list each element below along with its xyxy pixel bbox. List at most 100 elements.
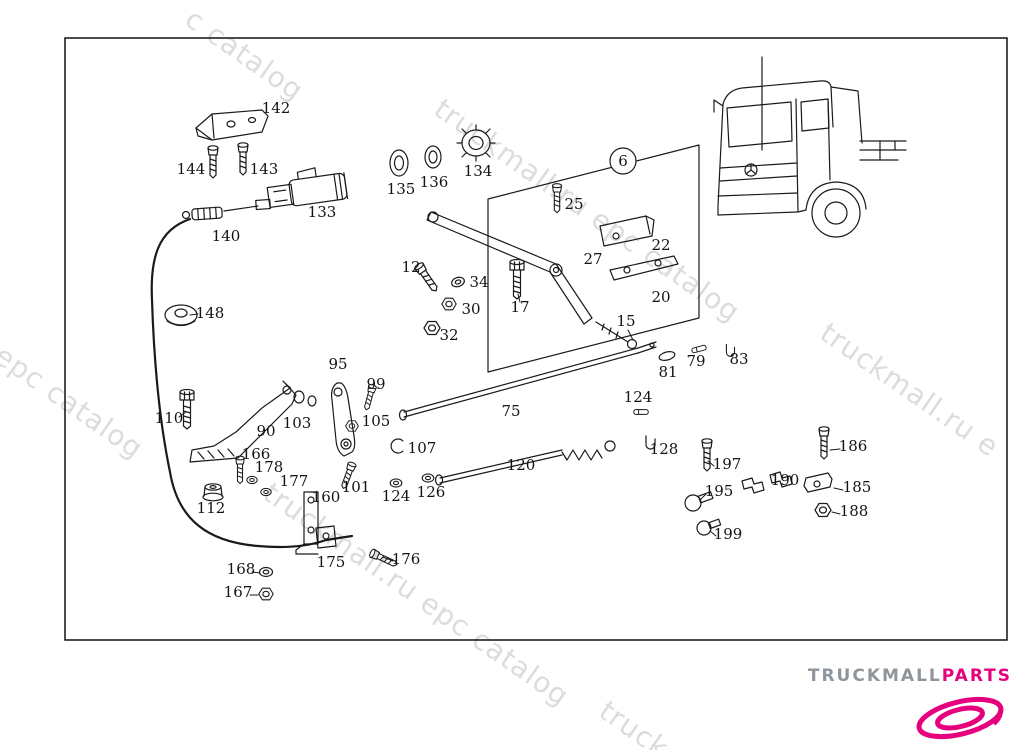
part-label-185: 185 (843, 478, 872, 496)
part-label-199: 199 (714, 525, 743, 543)
part-199-clamp (696, 518, 722, 536)
part-label-197: 197 (713, 455, 742, 473)
part-177-washer (260, 487, 272, 497)
part-label-195: 195 (705, 482, 734, 500)
part-label-167: 167 (224, 583, 253, 601)
part-126-washer (421, 473, 435, 483)
part-label-190: 190 (771, 471, 800, 489)
part-107-clip (390, 438, 404, 454)
part-label-107: 107 (408, 439, 437, 457)
part-81-sleeve (658, 351, 676, 361)
part-90-bracket (189, 380, 297, 463)
part-label-79: 79 (686, 352, 705, 370)
part-label-124: 124 (382, 487, 411, 505)
part-15-cable-end (595, 321, 638, 350)
part-34-washer (449, 275, 467, 289)
callout-circle (609, 147, 637, 175)
part-label-105: 105 (362, 412, 391, 430)
part-label-17: 17 (510, 298, 529, 316)
logo-text-parts: PARTS (941, 666, 1012, 686)
group-box (487, 144, 700, 373)
part-label-32: 32 (439, 326, 458, 344)
part-label-120: 120 (507, 456, 536, 474)
part-label-103: 103 (283, 414, 312, 432)
part-label-20: 20 (651, 288, 670, 306)
part-27-lever (426, 211, 593, 325)
part-168-washer (258, 566, 274, 578)
part-136-ring (424, 145, 442, 169)
part-label-15: 15 (616, 312, 635, 330)
part-label-12: 12 (401, 258, 420, 276)
brand-logo: TRUCKMALLPARTS (808, 666, 1012, 746)
part-144-screw (207, 145, 219, 179)
part-134-knob (456, 124, 496, 162)
part-label-75: 75 (501, 402, 520, 420)
part-190-brackets (741, 471, 793, 494)
logo-swirl-icon (916, 696, 1004, 740)
part-188-nut (814, 502, 832, 518)
part-label-99: 99 (366, 375, 385, 393)
part-label-166: 166 (242, 445, 271, 463)
part-label-25: 25 (564, 195, 583, 213)
part-label-135: 135 (387, 180, 416, 198)
part-label-144: 144 (177, 160, 206, 178)
part-label-22: 22 (651, 236, 670, 254)
part-label-176: 176 (392, 550, 421, 568)
part-197-screw (701, 438, 713, 472)
part-95-lever (330, 382, 356, 457)
part-label-124: 124 (624, 388, 653, 406)
part-195-clamp (684, 491, 714, 512)
part-label-27: 27 (583, 250, 602, 268)
part-label-81: 81 (658, 363, 677, 381)
part-133-valve (266, 167, 349, 209)
part-22-bracket (599, 215, 655, 247)
part-label-186: 186 (839, 437, 868, 455)
truck-illustration (713, 56, 907, 238)
part-185-bracket (803, 472, 833, 493)
logo-text-truckmall: TRUCKMALL (807, 666, 942, 686)
diagram-border (64, 37, 1008, 641)
part-160-bracket (295, 491, 319, 555)
part-30-bolt (441, 297, 457, 311)
part-label-142: 142 (262, 99, 291, 117)
part-124-pin-upper (633, 409, 649, 415)
part-label-177: 177 (280, 472, 309, 490)
part-186-screw (818, 426, 830, 460)
part-20-plate (609, 255, 679, 281)
part-label-110: 110 (155, 409, 184, 427)
part-75-rod (398, 341, 657, 421)
part-25-screw (551, 183, 563, 214)
part-178-washer (246, 475, 258, 485)
part-label-112: 112 (197, 499, 226, 517)
part-label-133: 133 (308, 203, 337, 221)
part-label-34: 34 (469, 273, 488, 291)
part-label-175: 175 (317, 553, 346, 571)
part-label-90: 90 (256, 422, 275, 440)
part-label-168: 168 (227, 560, 256, 578)
part-label-83: 83 (729, 350, 748, 368)
part-label-143: 143 (250, 160, 279, 178)
part-124-washer-lower (389, 478, 403, 488)
part-label-140: 140 (212, 227, 241, 245)
leader-lines (178, 293, 844, 596)
part-label-126: 126 (417, 483, 446, 501)
part-label-188: 188 (840, 502, 869, 520)
part-140-cable (150, 198, 354, 549)
part-label-134: 134 (464, 162, 493, 180)
part-142-bracket (195, 109, 269, 141)
part-label-136: 136 (420, 173, 449, 191)
part-148-grommet (164, 304, 198, 327)
part-label-101: 101 (342, 478, 371, 496)
part-120-rod (434, 440, 616, 486)
part-label-178: 178 (255, 458, 284, 476)
part-135-ring (389, 149, 409, 177)
part-label-128: 128 (650, 440, 679, 458)
callout-label: 6 (618, 152, 628, 170)
part-label-160: 160 (312, 488, 341, 506)
part-143-screw (237, 142, 249, 176)
part-167-nut (258, 587, 274, 601)
part-32-nut (423, 320, 441, 336)
